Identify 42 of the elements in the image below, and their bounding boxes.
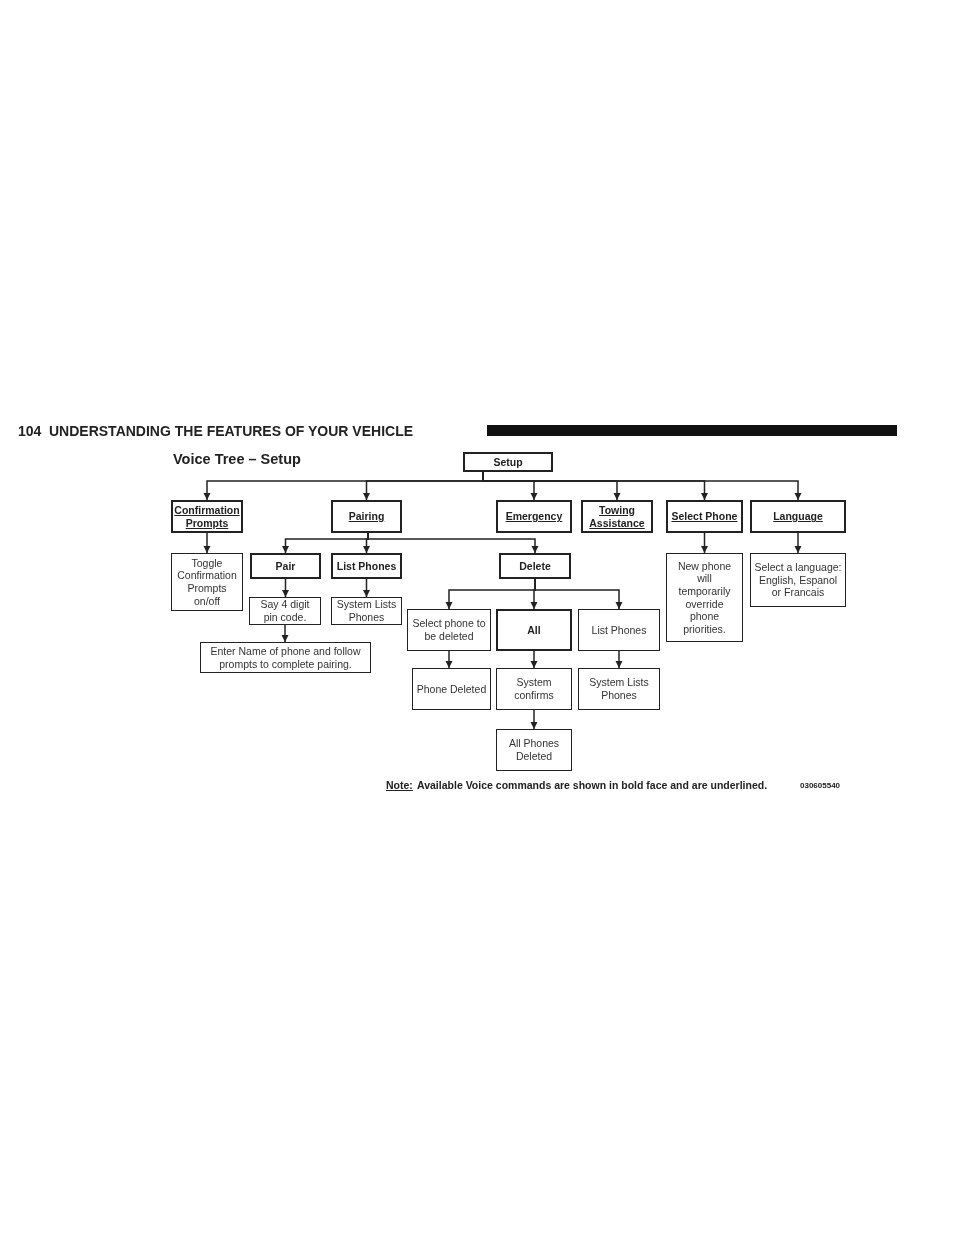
- page-number: 104: [18, 423, 42, 439]
- response-box: New phone will temporarily override phone priorities.: [666, 553, 743, 642]
- response-box: System Lists Phones: [331, 597, 402, 625]
- section-heading: UNDERSTANDING THE FEATURES OF YOUR VEHICLE: [49, 423, 414, 439]
- arrow: [203, 532, 211, 554]
- response-box: System confirms: [496, 668, 572, 710]
- response-box: Enter Name of phone and follow prompts to complete pairing.: [200, 642, 371, 673]
- command-box: All: [496, 609, 572, 651]
- command-box: Confirmation Prompts: [171, 500, 243, 533]
- arrow: [482, 471, 802, 501]
- arrow: [530, 709, 538, 730]
- note-text: Available Voice commands are shown in bold face and are underlined.: [417, 779, 768, 791]
- command-box: Delete: [499, 553, 571, 579]
- arrow: [282, 578, 289, 598]
- arrow: [701, 532, 708, 554]
- response-box: Say 4 digit pin code.: [249, 597, 321, 625]
- arrow: [363, 578, 370, 598]
- command-box: Language: [750, 500, 846, 533]
- command-box: List Phones: [331, 553, 402, 579]
- arrow: [534, 578, 623, 610]
- arrow: [281, 624, 289, 643]
- arrow: [367, 532, 539, 554]
- response-box: Select phone to be deleted: [407, 609, 491, 651]
- arrow: [445, 650, 453, 669]
- response-box: Select a language: English, Espanol or Francais: [750, 553, 846, 607]
- command-box: Select Phone: [666, 500, 743, 533]
- command-box: Towing Assistance: [581, 500, 653, 533]
- response-box: Phone Deleted: [412, 668, 491, 710]
- command-box: Pairing: [331, 500, 402, 533]
- command-box: Emergency: [496, 500, 572, 533]
- response-box: Toggle Confirmation Prompts on/off: [171, 553, 243, 611]
- response-box: All Phones Deleted: [496, 729, 572, 771]
- diagram-title: Voice Tree – Setup: [173, 451, 301, 467]
- response-box: System Lists Phones: [578, 668, 660, 710]
- command-box: Pair: [250, 553, 321, 579]
- response-box: List Phones: [578, 609, 660, 651]
- arrow: [794, 532, 802, 554]
- note-label: Note:: [386, 779, 413, 791]
- arrow: [530, 650, 538, 669]
- command-box: Setup: [463, 452, 553, 472]
- figure-code: 030605540: [800, 781, 841, 790]
- arrow: [615, 650, 623, 669]
